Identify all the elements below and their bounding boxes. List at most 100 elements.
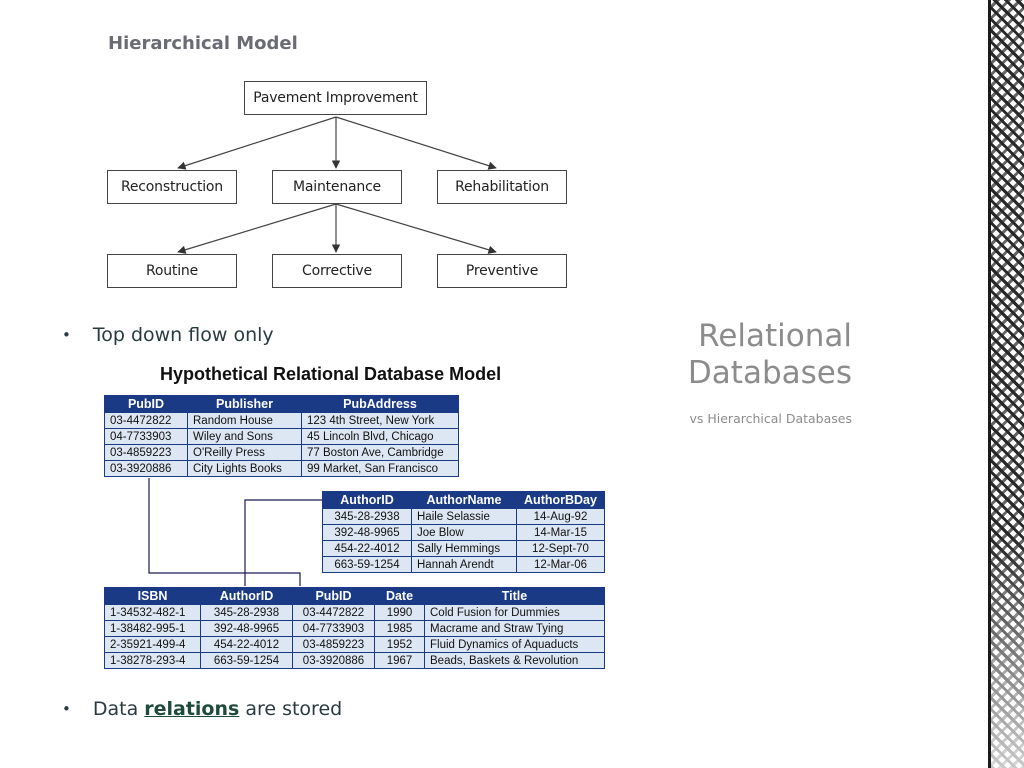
connector-authorid <box>244 499 322 586</box>
bullet-marker: • <box>62 326 71 344</box>
table-cell: 123 4th Street, New York <box>301 412 459 429</box>
table-row: 454-22-4012 Sally Hemmings 12-Sept-70 <box>322 540 605 557</box>
node-routine: Routine <box>107 254 237 288</box>
table-row: 392-48-9965 Joe Blow 14-Mar-15 <box>322 524 605 541</box>
table-row: 1-38278-293-4 663-59-1254 03-3920886 196… <box>104 652 605 669</box>
table-row: 03-4859223 O'Reilly Press 77 Boston Ave,… <box>104 444 459 461</box>
table-cell: 345-28-2938 <box>200 604 293 621</box>
column-header: Publisher <box>187 395 302 413</box>
table-row: 03-4472822 Random House 123 4th Street, … <box>104 412 459 429</box>
table-cell: Joe Blow <box>411 524 517 541</box>
arrow-maintenance-preventive <box>335 203 497 254</box>
table-cell: 2-35921-499-4 <box>104 636 201 653</box>
table-cell: Hannah Arendt <box>411 556 517 573</box>
table-cell: 454-22-4012 <box>322 540 412 557</box>
table-row: 1-38482-995-1 392-48-9965 04-7733903 198… <box>104 620 605 637</box>
arrow-root-reconstruction <box>177 116 337 170</box>
table-cell: 1985 <box>374 620 425 637</box>
table-cell: 392-48-9965 <box>322 524 412 541</box>
node-root: Pavement Improvement <box>244 81 427 115</box>
node-preventive: Preventive <box>437 254 567 288</box>
table-cell: 345-28-2938 <box>322 508 412 525</box>
column-header: AuthorName <box>411 491 517 509</box>
table-cell: 03-4859223 <box>292 636 375 653</box>
hierarchical-model-title: Hierarchical Model <box>108 33 298 54</box>
authors-header-row: AuthorID AuthorName AuthorBDay <box>322 491 605 509</box>
slide-title-line-1: Relational <box>698 318 852 354</box>
arrow-root-rehabilitation <box>335 116 497 170</box>
table-cell: 14-Mar-15 <box>516 524 605 541</box>
publishers-header-row: PubID Publisher PubAddress <box>104 395 459 413</box>
slide-title-line-2: Databases <box>687 355 852 391</box>
table-cell: 663-59-1254 <box>322 556 412 573</box>
table-cell: 77 Boston Ave, Cambridge <box>301 444 459 461</box>
table-row: 2-35921-499-4 454-22-4012 03-4859223 195… <box>104 636 605 653</box>
table-cell: 03-3920886 <box>292 652 375 669</box>
node-rehabilitation: Rehabilitation <box>437 170 567 204</box>
table-cell: Fluid Dynamics of Aquaducts <box>424 636 605 653</box>
table-row: 04-7733903 Wiley and Sons 45 Lincoln Blv… <box>104 428 459 445</box>
hierarchy-arrows <box>177 116 497 254</box>
books-header-row: ISBN AuthorID PubID Date Title <box>104 587 605 605</box>
column-header: AuthorBDay <box>516 491 605 509</box>
bullet-text-emphasis: relations <box>144 698 240 720</box>
column-header: PubAddress <box>301 395 459 413</box>
table-cell: 99 Market, San Francisco <box>301 460 459 477</box>
table-cell: Cold Fusion for Dummies <box>424 604 605 621</box>
publishers-table: PubID Publisher PubAddress 03-4472822 Ra… <box>104 395 459 477</box>
slide-title: Relational Databases <box>640 318 852 392</box>
column-header: AuthorID <box>322 491 412 509</box>
table-row: 345-28-2938 Haile Selassie 14-Aug-92 <box>322 508 605 525</box>
table-cell: Wiley and Sons <box>187 428 302 445</box>
column-header: ISBN <box>104 587 201 605</box>
slide-edge-fade <box>991 0 1024 768</box>
table-cell: City Lights Books <box>187 460 302 477</box>
table-cell: 454-22-4012 <box>200 636 293 653</box>
table-cell: 1952 <box>374 636 425 653</box>
table-cell: Macrame and Straw Tying <box>424 620 605 637</box>
column-header: PubID <box>292 587 375 605</box>
table-row: 1-34532-482-1 345-28-2938 03-4472822 199… <box>104 604 605 621</box>
authors-table: AuthorID AuthorName AuthorBDay 345-28-29… <box>322 491 605 573</box>
bullet-marker: • <box>62 700 71 718</box>
table-cell: 1967 <box>374 652 425 669</box>
bullet-data-relations: • Data relations are stored <box>62 698 342 720</box>
table-cell: 03-4859223 <box>104 444 188 461</box>
table-cell: 04-7733903 <box>292 620 375 637</box>
arrow-maintenance-routine <box>177 203 337 254</box>
books-table: ISBN AuthorID PubID Date Title 1-34532-4… <box>104 587 605 669</box>
table-cell: 1-38482-995-1 <box>104 620 201 637</box>
relational-model-title: Hypothetical Relational Database Model <box>160 364 502 384</box>
table-cell: 1-38278-293-4 <box>104 652 201 669</box>
table-cell: Beads, Baskets & Revolution <box>424 652 605 669</box>
table-cell: Sally Hemmings <box>411 540 517 557</box>
table-cell: 392-48-9965 <box>200 620 293 637</box>
table-cell: 1-34532-482-1 <box>104 604 201 621</box>
table-cell: 14-Aug-92 <box>516 508 605 525</box>
table-cell: 45 Lincoln Blvd, Chicago <box>301 428 459 445</box>
column-header: AuthorID <box>200 587 293 605</box>
hierarchical-diagram: Pavement Improvement Reconstruction Main… <box>0 0 620 300</box>
table-cell: Haile Selassie <box>411 508 517 525</box>
table-cell: 03-4472822 <box>104 412 188 429</box>
bullet-text-after: are stored <box>245 698 343 720</box>
bullet-text: Top down flow only <box>92 324 274 346</box>
column-header: Date <box>374 587 425 605</box>
table-cell: 663-59-1254 <box>200 652 293 669</box>
table-cell: 1990 <box>374 604 425 621</box>
column-header: PubID <box>104 395 188 413</box>
slide-subtitle: vs Hierarchical Databases <box>689 411 852 426</box>
table-cell: 04-7733903 <box>104 428 188 445</box>
connector-pubid <box>148 478 301 586</box>
node-corrective: Corrective <box>272 254 402 288</box>
table-row: 03-3920886 City Lights Books 99 Market, … <box>104 460 459 477</box>
slide-edge-line <box>988 0 991 768</box>
bullet-text-before: Data <box>92 698 139 720</box>
bullet-top-down: • Top down flow only <box>62 324 274 346</box>
table-cell: Random House <box>187 412 302 429</box>
node-maintenance: Maintenance <box>272 170 402 204</box>
table-row: 663-59-1254 Hannah Arendt 12-Mar-06 <box>322 556 605 573</box>
table-cell: 12-Sept-70 <box>516 540 605 557</box>
table-cell: O'Reilly Press <box>187 444 302 461</box>
table-cell: 03-3920886 <box>104 460 188 477</box>
